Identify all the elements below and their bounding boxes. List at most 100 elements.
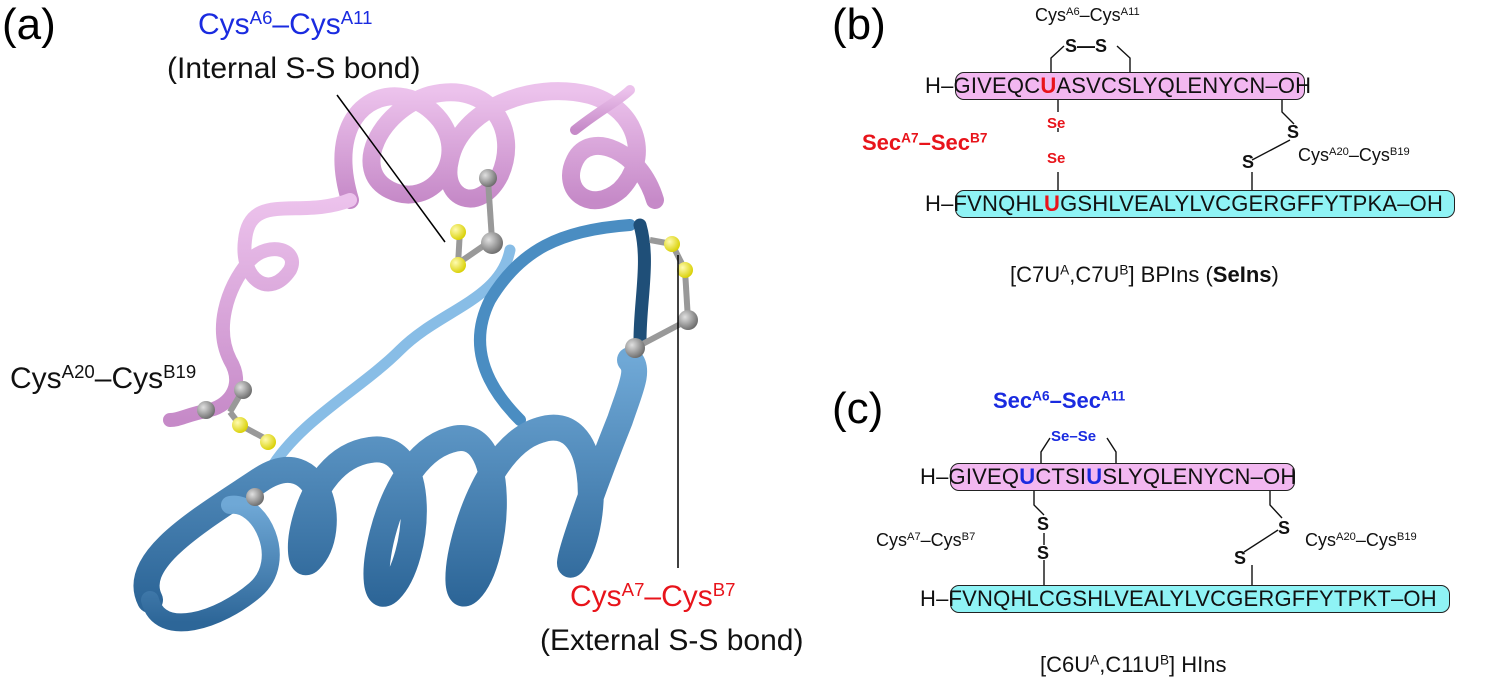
residue-superscript: A11 — [1120, 5, 1140, 18]
n-terminus: H– — [920, 586, 949, 611]
internal-disulfide-atoms — [450, 169, 503, 273]
insulin-ribbon-structure — [133, 82, 698, 632]
c-right-bond-label: CysA20–CysB19 — [1305, 530, 1417, 551]
caption-part: [C7U — [1010, 262, 1061, 287]
b-s-bottom: S — [1242, 152, 1255, 172]
a-chain-ribbon — [163, 82, 664, 427]
residue-superscript: A11 — [340, 6, 373, 28]
panel-b-label: (b) — [832, 0, 886, 49]
separator: – — [1355, 530, 1366, 550]
caption-superscript: A — [1090, 652, 1100, 668]
caption-part: ,C11U — [1099, 652, 1160, 677]
n-terminus: H– — [925, 191, 954, 216]
residue-label: Sec — [930, 130, 970, 155]
c-chain-b-box — [950, 585, 1450, 613]
selenocysteine-residue: U — [1040, 73, 1057, 98]
b-top-bond-label: CysA6–CysA11 — [1035, 5, 1140, 26]
a20-b19-bond-label: CysA20–CysB19 — [10, 362, 196, 396]
b-caption: [C7UA,C7UB] BPIns (SeIns) — [1010, 262, 1279, 288]
caption-part: ] HIns — [1169, 652, 1227, 677]
residue-superscript: B7 — [969, 130, 988, 146]
selenocysteine-residue: U — [1043, 191, 1061, 216]
residue-label: Cys — [1305, 530, 1336, 550]
b-chain-b-sequence: H–FVNQHLUGSHLVEALYLVCGERGFFYTPKA–OH — [925, 191, 1443, 217]
n-terminus: H– — [925, 73, 954, 98]
residue-label: Cys — [10, 362, 62, 395]
panel-a-label: (a) — [2, 0, 56, 49]
sequence-part: ASVCSLYQLENYCN — [1056, 73, 1266, 98]
b-se-bottom: Se — [1047, 150, 1066, 167]
c-caption: [C6UA,C11UB] HIns — [1040, 652, 1227, 678]
b-chain-helix — [133, 347, 648, 632]
c-chain-a-box — [950, 463, 1295, 491]
external-bond-description: (External S-S bond) — [540, 624, 804, 657]
c-s-right-top: S — [1278, 518, 1291, 538]
b-right-bond-label: CysA20–CysB19 — [1298, 145, 1410, 166]
separator: – — [1079, 5, 1090, 25]
caption-superscript: A — [1060, 262, 1070, 278]
caption-part: ,C7U — [1069, 262, 1120, 287]
residue-superscript: B7 — [712, 578, 736, 600]
separator: – — [920, 530, 931, 550]
residue-superscript: A6 — [1032, 388, 1050, 404]
c-chain-a-sequence: H–GIVEQUCTSIUSLYQLENYCN–OH — [920, 464, 1296, 490]
residue-superscript: A7 — [907, 530, 921, 543]
c-sec-bond-label: SecA6–SecA11 — [993, 388, 1125, 414]
residue-label: Cys — [289, 8, 341, 41]
callout-lines — [336, 94, 679, 568]
residue-superscript: A11 — [1100, 388, 1126, 404]
c-terminus: –OH — [1390, 586, 1437, 611]
sequence-part: GIVEQC — [953, 73, 1041, 98]
sequence-part: CTSI — [1035, 464, 1087, 489]
residue-superscript: A7 — [621, 578, 645, 600]
residue-superscript: A7 — [901, 130, 919, 146]
residue-label: Cys — [1298, 145, 1329, 165]
c-s-left-bottom: S — [1037, 543, 1050, 563]
residue-label: Cys — [1089, 5, 1121, 25]
residue-superscript: B19 — [163, 360, 197, 382]
b-chain-a-box — [955, 72, 1305, 100]
b-chain-strand — [264, 218, 651, 476]
residue-superscript: A20 — [61, 360, 95, 382]
residue-superscript: A6 — [1066, 5, 1080, 18]
separator: – — [94, 362, 112, 395]
residue-label: Cys — [198, 8, 250, 41]
caption-bold: SeIns — [1212, 262, 1272, 287]
c-terminus: –OH — [1250, 464, 1297, 489]
internal-bond-residues: CysA6–CysA11 — [198, 8, 373, 42]
residue-label: Sec — [1061, 388, 1101, 413]
b-se-top: Se — [1047, 115, 1066, 132]
selenocysteine-residue: U — [1086, 464, 1103, 489]
c-chain-b-sequence: H–FVNQHLCGSHLVEALYLVCGERGFFYTPKT–OH — [920, 586, 1437, 612]
caption-superscript: B — [1119, 262, 1129, 278]
residue-label: Cys — [111, 362, 164, 395]
b-chain-a-sequence: H–GIVEQCUASVCSLYQLENYCN–OH — [925, 73, 1311, 99]
c-s-left-top: S — [1037, 514, 1050, 534]
sequence-part: SLYQLENYCN — [1102, 464, 1251, 489]
c-left-bond-label: CysA7–CysB7 — [876, 530, 975, 551]
c-terminus: –OH — [1265, 73, 1312, 98]
panel-c-label: (c) — [832, 384, 884, 433]
residue-superscript: B7 — [961, 530, 976, 543]
separator: – — [272, 8, 290, 41]
residue-superscript: A20 — [1329, 145, 1349, 158]
separator: – — [1049, 388, 1062, 413]
residue-superscript: B19 — [1389, 145, 1410, 158]
sequence-part: GSHLVEALYLVCGERGFFYTPKA — [1060, 191, 1398, 216]
caption-part: [C6U — [1040, 652, 1091, 677]
residue-label: Cys — [930, 530, 962, 550]
n-terminus: H– — [920, 464, 949, 489]
external-bond-residues: CysA7–CysB7 — [570, 580, 736, 614]
b-top-ss-bond: S—S — [1065, 36, 1108, 56]
b-chain-b-box — [955, 190, 1455, 218]
sequence-part: FVNQHLCGSHLVEALYLVCGERGFFYTPKT — [948, 586, 1391, 611]
a20-b19-disulfide-atoms — [197, 381, 276, 506]
sequence-part: GIVEQ — [948, 464, 1020, 489]
b-s-top: S — [1287, 122, 1300, 142]
residue-label: Cys — [661, 580, 713, 613]
residue-label: Cys — [876, 530, 907, 550]
residue-label: Cys — [1358, 145, 1390, 165]
separator: – — [644, 580, 662, 613]
c-sese-bond: Se–Se — [1051, 428, 1097, 445]
